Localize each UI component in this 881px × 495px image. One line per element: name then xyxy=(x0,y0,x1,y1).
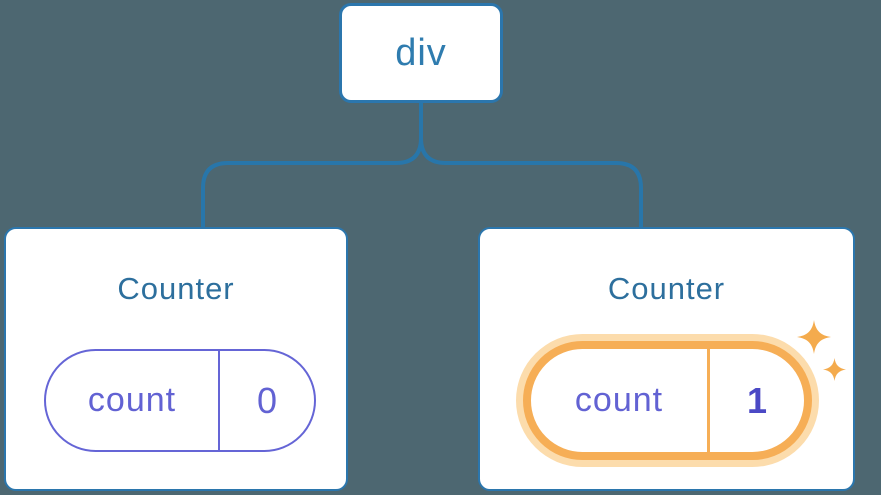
counter-card-left: Counter count 0 xyxy=(4,227,348,491)
counter-title: Counter xyxy=(117,271,235,306)
root-node-label: div xyxy=(395,31,447,74)
state-pill: count 0 xyxy=(44,349,316,452)
sparkle-small xyxy=(823,358,846,381)
state-pill-highlighted: count 1 xyxy=(523,341,812,460)
root-node-div: div xyxy=(339,3,503,103)
sparkle-large xyxy=(797,320,831,354)
counter-title: Counter xyxy=(607,271,726,306)
edge-root-to-left-counter xyxy=(201,103,423,227)
state-value: 1 xyxy=(746,379,768,421)
counter-card-right: Counter count 1 xyxy=(478,227,855,491)
edge-root-to-right-counter xyxy=(419,103,643,227)
state-key: count xyxy=(46,351,220,450)
state-key: count xyxy=(531,349,710,452)
state-value: 0 xyxy=(256,379,278,421)
sparkles-icon xyxy=(797,320,846,381)
